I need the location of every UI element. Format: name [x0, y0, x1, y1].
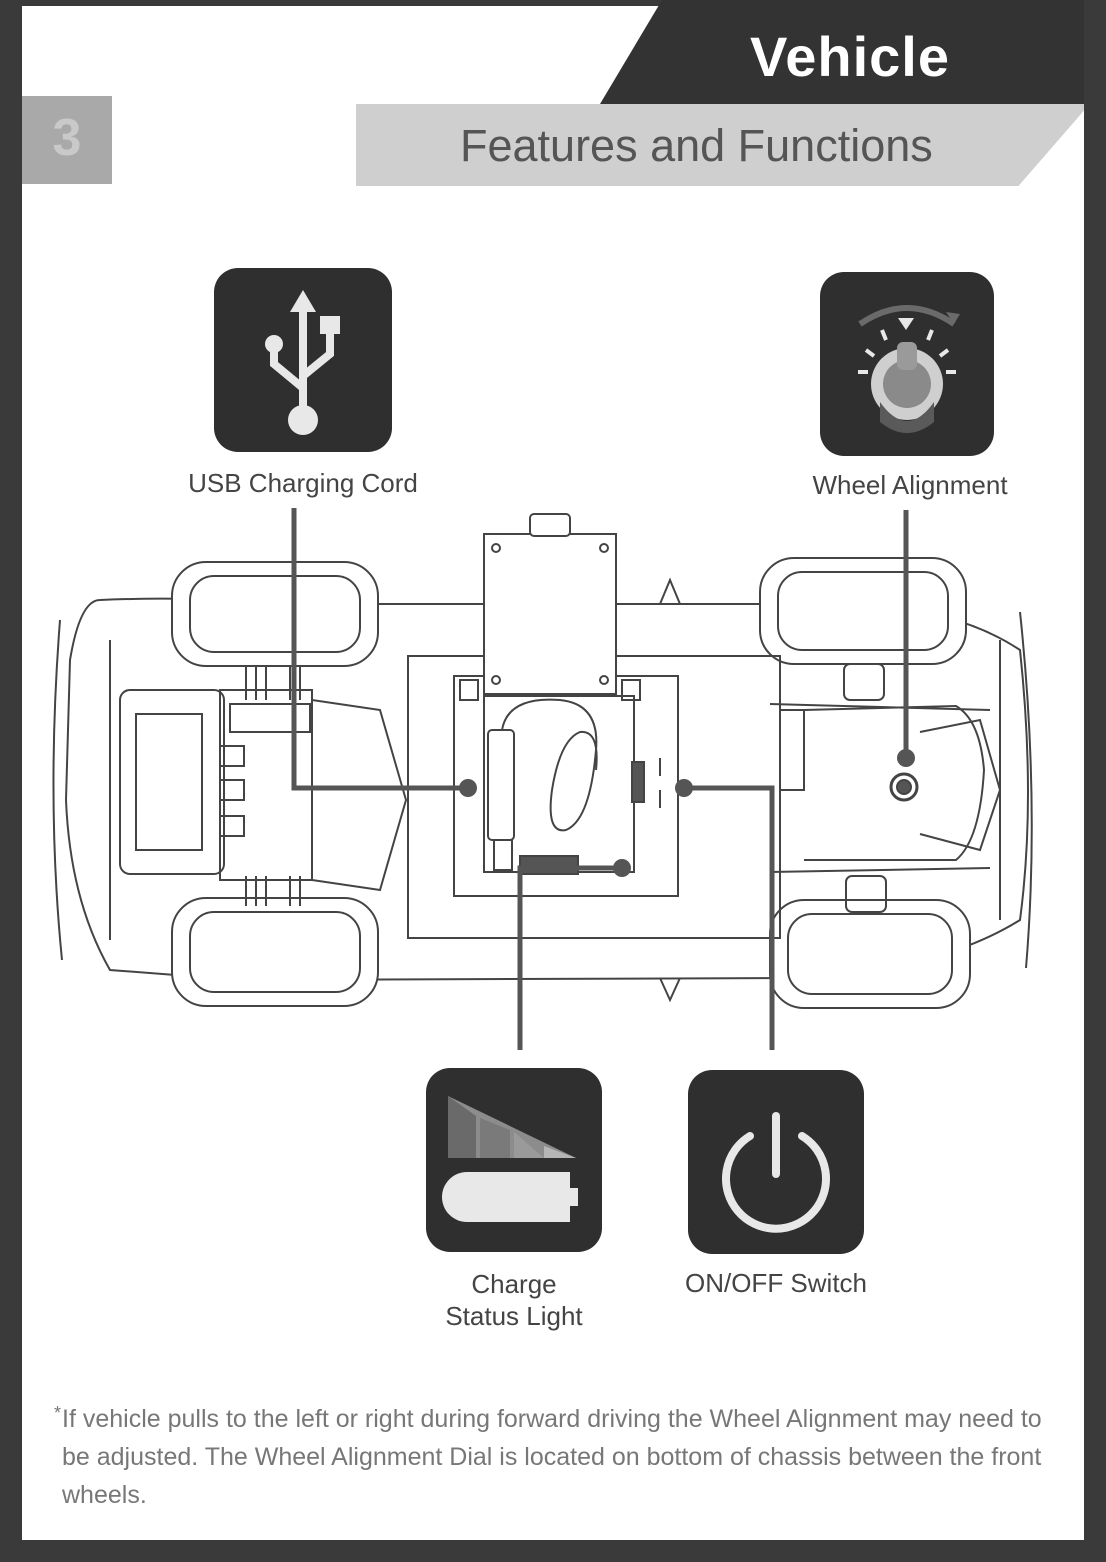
- charge-status-light-label: Charge Status Light: [412, 1268, 616, 1332]
- section-tab: [22, 96, 112, 184]
- charge-status-label-line1: Charge: [471, 1269, 557, 1299]
- subtitle-band: [356, 104, 1084, 186]
- wheel-alignment-label: Wheel Alignment: [812, 470, 1008, 500]
- on-off-switch-label: ON/OFF Switch: [684, 1268, 867, 1298]
- footnote-text: If vehicle pulls to the left or right du…: [62, 1405, 1042, 1509]
- footnote: * If vehicle pulls to the left or right …: [54, 1400, 1052, 1514]
- charge-status-label-line2: Status Light: [445, 1301, 583, 1331]
- usb-icon: [214, 268, 392, 452]
- alignment-dial-icon: [820, 272, 994, 456]
- page-title: Vehicle: [749, 25, 951, 88]
- usb-charging-cord-label: USB Charging Cord: [188, 468, 418, 498]
- header-title-band: [600, 0, 1084, 104]
- battery-charge-icon: [426, 1068, 602, 1252]
- page-subtitle: Features and Functions: [460, 120, 933, 171]
- power-icon: [688, 1070, 864, 1254]
- vehicle-chassis-diagram: [52, 508, 1033, 1050]
- section-number: 3: [52, 109, 82, 167]
- footnote-marker: *: [54, 1403, 62, 1423]
